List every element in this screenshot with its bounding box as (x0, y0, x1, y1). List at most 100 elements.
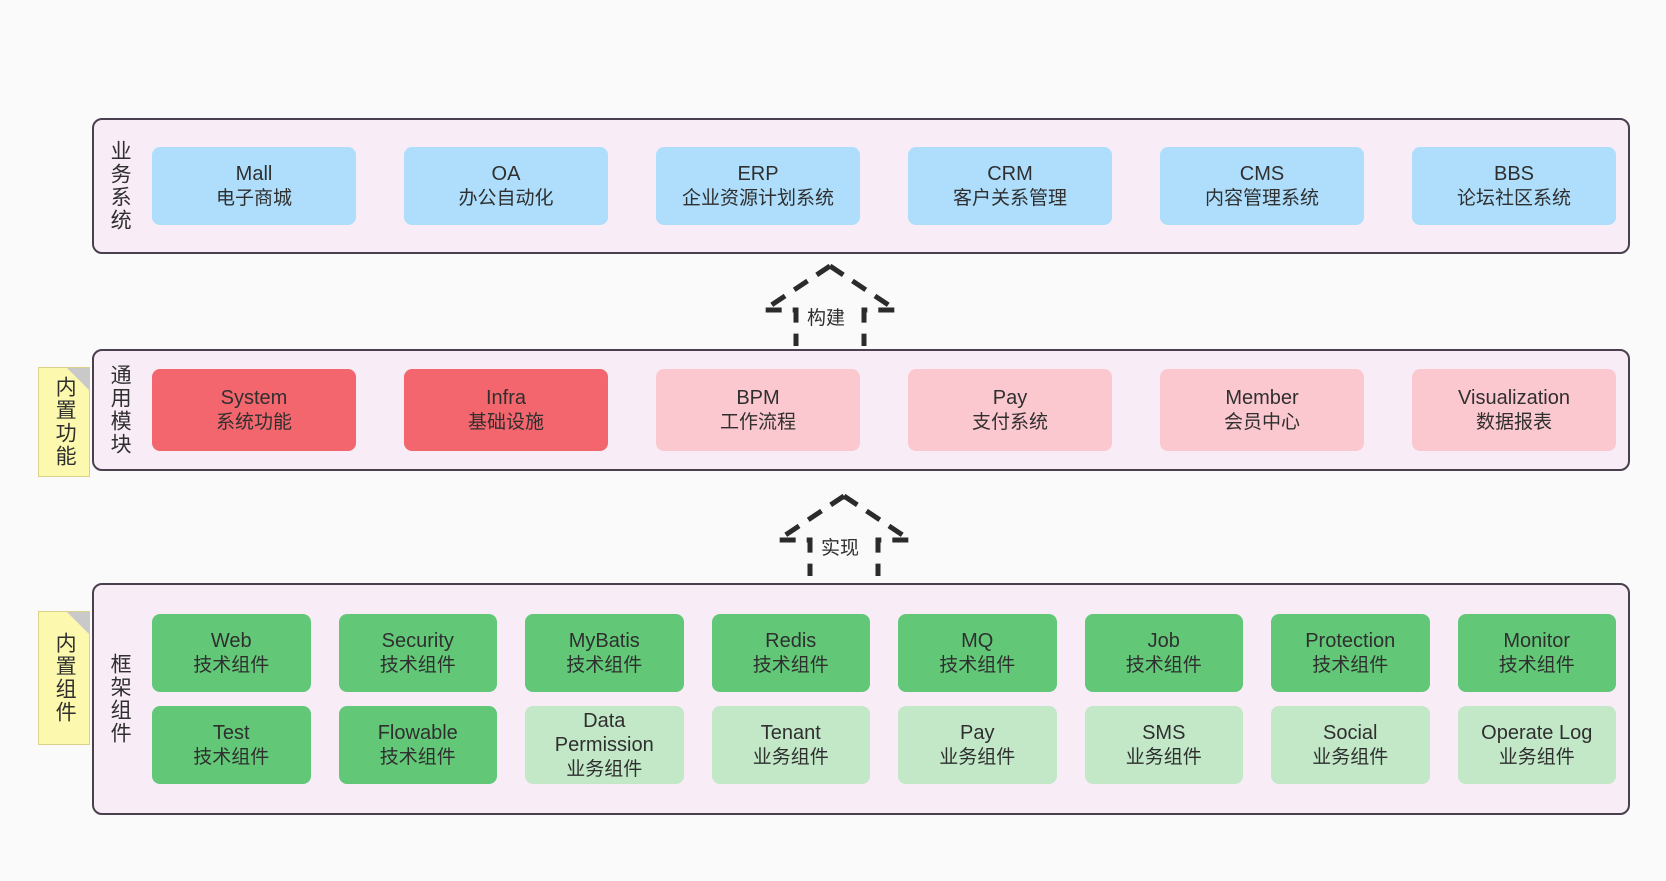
note-fold-corner-icon (67, 368, 89, 390)
card-subtitle: 业务组件 (566, 758, 643, 780)
card-title: Job (1147, 630, 1180, 653)
card-title: SMS (1142, 722, 1186, 745)
card-title: Mall (235, 163, 273, 186)
card-title: Redis (765, 630, 817, 653)
card-subtitle: 企业资源计划系统 (681, 187, 834, 209)
layer-title-framework: 框架组件 (108, 653, 132, 745)
card-subtitle: 技术组件 (566, 654, 643, 676)
card-title: BPM (736, 387, 780, 410)
card-title: CMS (1239, 163, 1285, 186)
card-subtitle: 数据报表 (1475, 411, 1552, 433)
card-subtitle: 论坛社区系统 (1456, 187, 1571, 209)
card-subtitle: 支付系统 (971, 411, 1048, 433)
note-builtin-function-label: 内置功能 (53, 376, 77, 468)
card-subtitle: 办公自动化 (458, 187, 554, 209)
card-title: ERP (737, 163, 779, 186)
card-subtitle: 技术组件 (752, 654, 829, 676)
card-subtitle: 系统功能 (215, 411, 292, 433)
card-title: Member (1225, 387, 1299, 410)
card-subtitle: 会员中心 (1223, 411, 1300, 433)
card-title: Monitor (1503, 630, 1571, 653)
card-subtitle: 客户关系管理 (952, 187, 1067, 209)
arrow-build-icon (755, 263, 905, 346)
card-subtitle: 工作流程 (719, 411, 796, 433)
note-builtin-component: 内置组件 (38, 611, 90, 745)
card-title: Test (212, 722, 250, 745)
card-subtitle: 业务组件 (1312, 746, 1389, 768)
card-subtitle: 技术组件 (1498, 654, 1575, 676)
note-fold-corner-icon (67, 612, 89, 634)
card-title: Tenant (760, 722, 821, 745)
card-title: Security (381, 630, 454, 653)
card-title: Pay (960, 722, 995, 745)
layer-title-common: 通用模块 (108, 364, 132, 456)
note-builtin-component-label: 内置组件 (53, 632, 77, 724)
note-builtin-function: 内置功能 (38, 367, 90, 477)
card-title: System (220, 387, 288, 410)
card-title: Pay (992, 387, 1028, 410)
card-subtitle: 内容管理系统 (1204, 187, 1319, 209)
card-title: CRM (987, 163, 1033, 186)
card-subtitle: 业务组件 (1125, 746, 1202, 768)
card-title: Web (210, 630, 252, 653)
card-title: OA (491, 163, 521, 186)
card-subtitle: 业务组件 (939, 746, 1016, 768)
card-subtitle: 电子商城 (215, 187, 292, 209)
arrow-build-label: 构建 (807, 308, 846, 329)
card-subtitle: 技术组件 (939, 654, 1016, 676)
card-title: Visualization (1458, 387, 1570, 410)
arrow-implement-icon (769, 493, 919, 576)
card-title: MQ (961, 630, 994, 653)
card-title: Protection (1305, 630, 1396, 653)
card-subtitle: 技术组件 (193, 654, 270, 676)
card-subtitle: 技术组件 (379, 746, 456, 768)
card-title: Flowable (377, 722, 458, 745)
card-subtitle: 技术组件 (1125, 654, 1202, 676)
card-title: Social (1323, 722, 1378, 745)
card-title: BBS (1493, 163, 1535, 186)
card-title: Data Permission (554, 710, 654, 757)
arrow-implement: 实现 (769, 492, 919, 576)
card-subtitle: 业务组件 (752, 746, 829, 768)
arrow-build: 构建 (755, 262, 905, 346)
card-subtitle: 技术组件 (193, 746, 270, 768)
card-title: MyBatis (568, 630, 640, 653)
